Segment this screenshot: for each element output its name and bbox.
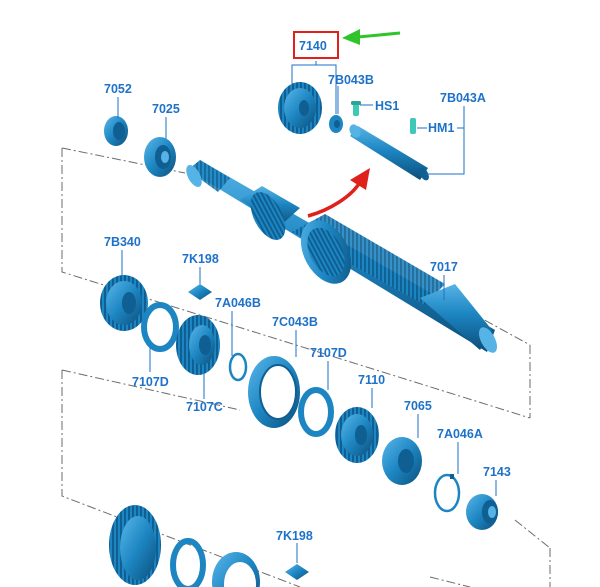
- bushing-7b043b: [329, 115, 343, 133]
- red-curved-arrow-icon: [307, 168, 370, 218]
- label-hm1: HM1: [428, 121, 454, 135]
- red-rectangle-icon: [293, 31, 339, 59]
- gear-7065: [382, 437, 422, 485]
- label-hs1: HS1: [375, 99, 399, 113]
- label-7017: 7017: [430, 260, 458, 274]
- ring-7107d-right: [298, 387, 334, 437]
- gear-7b340: [100, 275, 148, 331]
- label-7107d-left: 7107D: [132, 375, 169, 389]
- green-arrow-icon: [342, 29, 401, 45]
- label-7b340: 7B340: [104, 235, 141, 249]
- key-7k198-bottom: [285, 564, 309, 580]
- label-7k198-bottom: 7K198: [276, 529, 313, 543]
- ring-7107d-left: [141, 302, 179, 352]
- label-7065: 7065: [404, 399, 432, 413]
- label-7140: 7140: [299, 39, 327, 53]
- key-7k198-top: [188, 284, 212, 300]
- synchronizer-hub-7107c: [176, 315, 220, 375]
- bearing-7143: [466, 494, 498, 530]
- label-7a046a: 7A046A: [437, 427, 483, 441]
- snap-ring-7a046b: [228, 352, 248, 382]
- bearing-7025: [144, 137, 176, 177]
- bearing-7052: [104, 116, 128, 146]
- pin-hs1: [351, 101, 361, 116]
- assembly-outline-lower: [61, 369, 551, 587]
- pin-hm1: [410, 118, 416, 134]
- label-7c043b: 7C043B: [272, 315, 318, 329]
- main-shaft-7017: [186, 160, 498, 353]
- sleeve-bottom: [212, 552, 260, 587]
- snap-ring-7a046a: [433, 473, 461, 513]
- label-7143: 7143: [483, 465, 511, 479]
- label-7b043a: 7B043A: [440, 91, 486, 105]
- label-7b043b: 7B043B: [328, 73, 374, 87]
- part-labels: 7140 7B043B HS1 7B043A HM1 7052 7025 701…: [104, 39, 511, 543]
- gear-bottom-large: [109, 505, 161, 585]
- label-7052: 7052: [104, 82, 132, 96]
- sleeve-7c043b: [248, 356, 300, 428]
- ring-bottom: [170, 538, 206, 587]
- gear-7140: [278, 82, 322, 134]
- leader-lines: [117, 61, 497, 563]
- label-7110: 7110: [358, 373, 385, 387]
- label-7025: 7025: [152, 102, 180, 116]
- shaft-7b043a: [349, 124, 429, 181]
- label-7a046b: 7A046B: [215, 296, 261, 310]
- label-7107d-right: 7107D: [310, 346, 347, 360]
- label-7107c: 7107C: [186, 400, 223, 414]
- label-7k198-top: 7K198: [182, 252, 219, 266]
- gear-7110: [335, 407, 379, 463]
